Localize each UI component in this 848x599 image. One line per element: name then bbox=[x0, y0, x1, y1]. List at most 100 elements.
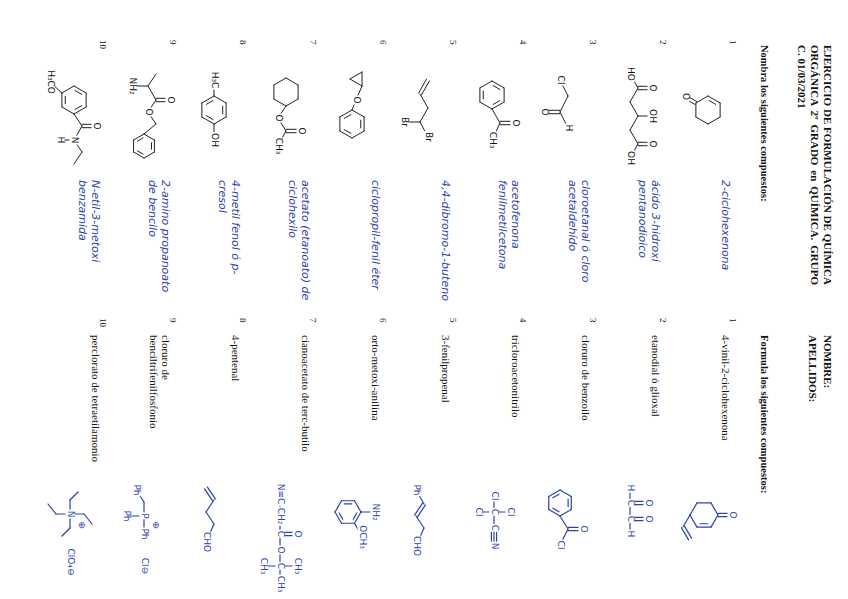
bond-line bbox=[298, 85, 299, 99]
handwritten-bond bbox=[70, 492, 78, 500]
item-number: 3 bbox=[588, 318, 598, 323]
bond-line bbox=[137, 138, 143, 141]
atom-label: H₃CO bbox=[46, 69, 55, 95]
bond-line bbox=[148, 86, 156, 100]
handwritten-atom: CH₃ bbox=[276, 575, 285, 594]
bond-line bbox=[61, 93, 62, 107]
bond-line bbox=[202, 96, 214, 103]
bond-line bbox=[75, 91, 82, 95]
handwritten-atom: CH₃ bbox=[259, 557, 268, 576]
bond-line bbox=[144, 152, 154, 158]
bond-line bbox=[360, 120, 361, 128]
atom-label: O bbox=[648, 83, 657, 92]
handwritten-bond bbox=[683, 515, 690, 527]
atom-label: OH bbox=[648, 108, 657, 124]
atom-label: O bbox=[166, 95, 175, 104]
handwritten-atom: H bbox=[626, 530, 635, 539]
handwritten-bond bbox=[417, 505, 425, 517]
handwritten-bond bbox=[549, 510, 560, 517]
bond-line bbox=[480, 102, 492, 109]
compound-name: cianoacetato de terc-butilo bbox=[300, 335, 312, 475]
handwritten-atom: O bbox=[293, 529, 302, 538]
handwritten-atom: O bbox=[644, 514, 653, 523]
atom-label: HO bbox=[626, 66, 635, 82]
handwritten-atom: NH₂ bbox=[371, 502, 380, 521]
handwritten-atom: O bbox=[728, 510, 737, 519]
handwritten-atom: OCH₃ bbox=[358, 524, 367, 550]
bond-line bbox=[202, 117, 214, 124]
handwritten-atom: CH₂ bbox=[276, 507, 285, 526]
bond-line bbox=[154, 140, 155, 152]
bond-line bbox=[340, 131, 352, 138]
bond-line bbox=[340, 110, 352, 117]
bond-line bbox=[364, 117, 365, 131]
handwritten-answer: cloroetanal ó cloro acetaldehído bbox=[566, 180, 592, 305]
handwritten-answer: 4,4-dibromo-1-buteno bbox=[439, 180, 452, 305]
handwritten-bond bbox=[549, 490, 560, 497]
handwritten-atom: O bbox=[579, 524, 588, 533]
handwritten-bond bbox=[697, 527, 711, 528]
handwritten-answer: ácido 3-hidroxi pentanodioico bbox=[636, 180, 662, 305]
handwritten-atom: C bbox=[626, 499, 635, 507]
handwritten-bond bbox=[711, 503, 718, 515]
handwritten-bond bbox=[355, 512, 362, 523]
handwritten-atom: P bbox=[140, 512, 149, 519]
bond-line bbox=[286, 78, 298, 85]
atom-label: Br bbox=[424, 131, 433, 143]
handwritten-bond bbox=[62, 528, 70, 536]
bond-line bbox=[479, 88, 480, 102]
bond-line bbox=[492, 81, 504, 88]
handwritten-bond bbox=[560, 516, 568, 529]
bond-line bbox=[148, 74, 156, 86]
bond-line bbox=[206, 101, 213, 105]
handwritten-answer: 2-amino propanoato de bencilo bbox=[146, 180, 172, 305]
field-label: APELLIDOS: bbox=[807, 335, 819, 402]
compound-name: orto-metoxi-anilina bbox=[370, 335, 382, 475]
item-number: 7 bbox=[308, 318, 318, 323]
bond-line bbox=[339, 117, 340, 131]
handwritten-atom: Ph bbox=[132, 483, 141, 496]
handwritten-atom: ClO₄⊖ bbox=[66, 547, 75, 576]
compound-name: tricloroacetonitrilo bbox=[510, 335, 522, 475]
instruction: Nombra los siguientes compuestos: bbox=[759, 45, 770, 202]
bond-line bbox=[695, 103, 696, 117]
atom-label: H₃C bbox=[210, 71, 219, 90]
bond-line bbox=[419, 79, 427, 93]
bond-line bbox=[144, 134, 154, 140]
handwritten-answer: ciclopropil-fenil éter bbox=[369, 180, 382, 305]
bond-line bbox=[65, 96, 66, 104]
bond-line bbox=[226, 103, 227, 117]
item-number: 3 bbox=[588, 40, 598, 45]
item-number: 8 bbox=[238, 318, 248, 323]
item-number: 1 bbox=[728, 40, 738, 45]
atom-label: O bbox=[92, 121, 101, 130]
bond-line bbox=[274, 78, 286, 85]
bond-line bbox=[362, 72, 363, 86]
bond-line bbox=[504, 88, 505, 102]
atom-label: N bbox=[70, 136, 79, 145]
handwritten-bond bbox=[342, 523, 355, 524]
instruction: Formula los siguientes compuestos: bbox=[759, 335, 770, 493]
handwritten-bond bbox=[415, 503, 423, 515]
atom-label: OH bbox=[626, 150, 635, 166]
bond-line bbox=[214, 96, 226, 103]
item-number: 10 bbox=[98, 40, 108, 49]
handwritten-atom: CH₃ bbox=[293, 557, 302, 576]
compound-name: 4-vinil-2-ciclohexenona bbox=[720, 335, 732, 475]
bond-line bbox=[708, 96, 720, 103]
handwritten-atom: Cl bbox=[490, 491, 499, 502]
handwritten-atom: ⊕ bbox=[151, 520, 160, 530]
item-number: 6 bbox=[378, 318, 388, 323]
handwritten-bond bbox=[700, 523, 708, 524]
handwritten-atom: ⊕ bbox=[77, 520, 86, 530]
field-label: NOMBRE: bbox=[822, 335, 834, 388]
handwritten-bond bbox=[416, 516, 424, 528]
atom-label: O bbox=[511, 118, 520, 127]
atom-label: CH₃ bbox=[274, 137, 283, 156]
handwritten-bond bbox=[560, 490, 571, 497]
bond-line bbox=[350, 79, 362, 86]
handwritten-atom: C bbox=[490, 508, 499, 516]
bond-line bbox=[74, 86, 86, 93]
compound-name: etanodial ó glioxal bbox=[650, 335, 662, 475]
compound-name: perclorato de tetraetilamonio bbox=[90, 335, 102, 475]
